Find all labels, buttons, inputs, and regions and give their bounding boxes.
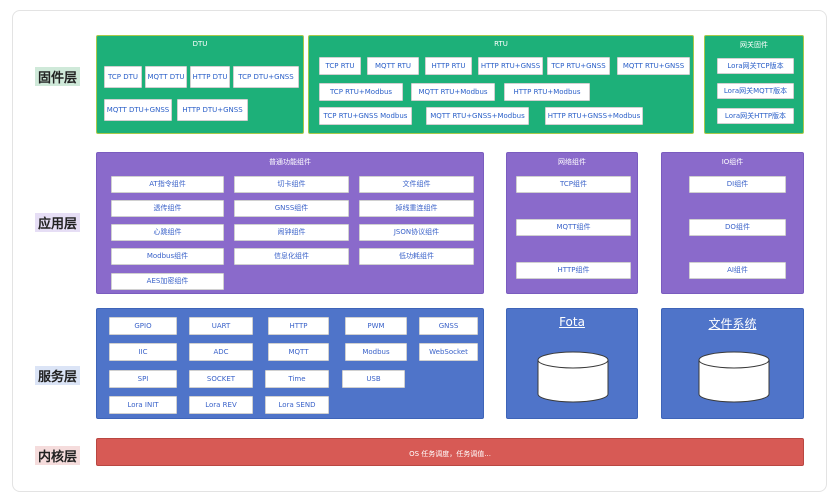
dtu-item: TCP DTU: [104, 66, 142, 88]
rtu-item: MQTT RTU+GNSS+Modbus: [426, 107, 529, 125]
dtu-item: HTTP DTU+GNSS: [177, 99, 248, 121]
service-item: Modbus: [345, 343, 407, 361]
rtu-item: MQTT RTU: [367, 57, 419, 75]
rtu-title: RTU: [494, 40, 508, 48]
rtu-item: HTTP RTU+Modbus: [504, 83, 590, 101]
io-components-title: IO组件: [721, 158, 744, 166]
common-components-panel: 普通功能组件 AT指令组件 切卡组件 文件组件 透传组件 GNSS组件 掉线重连…: [96, 152, 484, 294]
service-item: HTTP: [268, 317, 329, 335]
rtu-item: HTTP RTU: [425, 57, 472, 75]
component-item: 低功耗组件: [359, 248, 474, 265]
rtu-panel: RTU TCP RTU MQTT RTU HTTP RTU HTTP RTU+G…: [308, 35, 694, 134]
filesystem-panel: 文件系统: [661, 308, 804, 419]
dtu-title: DTU: [192, 40, 208, 48]
component-item: AES加密组件: [111, 273, 224, 290]
gateway-panel: 网关固件 Lora网关TCP版本 Lora网关MQTT版本 Lora网关HTTP…: [704, 35, 804, 134]
rtu-item: TCP RTU: [319, 57, 361, 75]
component-item: GNSS组件: [234, 200, 349, 217]
rtu-item: TCP RTU+GNSS: [547, 57, 610, 75]
network-item: TCP组件: [516, 176, 631, 193]
kernel-layer-label: 内核层: [35, 446, 81, 465]
service-item: GNSS: [419, 317, 478, 335]
fota-database-icon: [537, 351, 609, 403]
service-item: GPIO: [109, 317, 177, 335]
component-item: AT指令组件: [111, 176, 224, 193]
component-item: JSON协议组件: [359, 224, 474, 241]
filesystem-database-icon: [698, 351, 770, 403]
rtu-item: TCP RTU+GNSS Modbus: [319, 107, 412, 125]
component-item: 切卡组件: [234, 176, 349, 193]
service-item: Lora SEND: [265, 396, 329, 414]
io-item: AI组件: [689, 262, 786, 279]
rtu-item: HTTP RTU+GNSS+Modbus: [545, 107, 643, 125]
firmware-layer-label: 固件层: [35, 67, 81, 86]
fota-panel: Fota: [506, 308, 638, 419]
network-components-title: 网络组件: [558, 158, 586, 166]
service-item: Lora REV: [189, 396, 253, 414]
component-item: Modbus组件: [111, 248, 224, 265]
component-item: 信息化组件: [234, 248, 349, 265]
component-item: 掉线重连组件: [359, 200, 474, 217]
dtu-panel: DTU TCP DTU MQTT DTU HTTP DTU TCP DTU+GN…: [96, 35, 304, 134]
component-item: 闹钟组件: [234, 224, 349, 241]
service-item: SPI: [109, 370, 177, 388]
fota-title: Fota: [559, 315, 585, 329]
dtu-item: TCP DTU+GNSS: [233, 66, 299, 88]
rtu-item: MQTT RTU+Modbus: [411, 83, 495, 101]
gateway-title: 网关固件: [740, 41, 768, 49]
service-item: Time: [265, 370, 329, 388]
service-item: SOCKET: [189, 370, 253, 388]
network-item: HTTP组件: [516, 262, 631, 279]
network-components-panel: 网络组件 TCP组件 MQTT组件 HTTP组件: [506, 152, 638, 294]
service-item: UART: [189, 317, 253, 335]
application-layer-label: 应用层: [35, 213, 81, 232]
rtu-item: MQTT RTU+GNSS: [617, 57, 690, 75]
service-item: Lora INIT: [109, 396, 177, 414]
component-item: 透传组件: [111, 200, 224, 217]
common-components-title: 普通功能组件: [269, 158, 311, 166]
component-item: 心跳组件: [111, 224, 224, 241]
io-components-panel: IO组件 DI组件 DO组件 AI组件: [661, 152, 804, 294]
dtu-item: MQTT DTU: [145, 66, 187, 88]
service-item: ADC: [189, 343, 253, 361]
filesystem-title: 文件系统: [708, 317, 757, 331]
service-item: USB: [342, 370, 405, 388]
io-item: DO组件: [689, 219, 786, 236]
kernel-text: OS 任务调度，任务调值...: [409, 450, 491, 458]
dtu-item: HTTP DTU: [190, 66, 230, 88]
rtu-item: TCP RTU+Modbus: [319, 83, 403, 101]
service-layer-label: 服务层: [35, 366, 81, 385]
service-panel: GPIO UART HTTP PWM GNSS IIC ADC MQTT Mod…: [96, 308, 484, 419]
service-item: MQTT: [268, 343, 329, 361]
gateway-item: Lora网关TCP版本: [717, 58, 794, 74]
kernel-panel: OS 任务调度，任务调值...: [96, 438, 804, 466]
gateway-item: Lora网关MQTT版本: [717, 83, 794, 99]
service-item: PWM: [345, 317, 407, 335]
io-item: DI组件: [689, 176, 786, 193]
service-item: WebSocket: [419, 343, 478, 361]
rtu-item: HTTP RTU+GNSS: [478, 57, 543, 75]
gateway-item: Lora网关HTTP版本: [717, 108, 794, 124]
dtu-item: MQTT DTU+GNSS: [104, 99, 172, 121]
component-item: 文件组件: [359, 176, 474, 193]
service-item: IIC: [109, 343, 177, 361]
network-item: MQTT组件: [516, 219, 631, 236]
